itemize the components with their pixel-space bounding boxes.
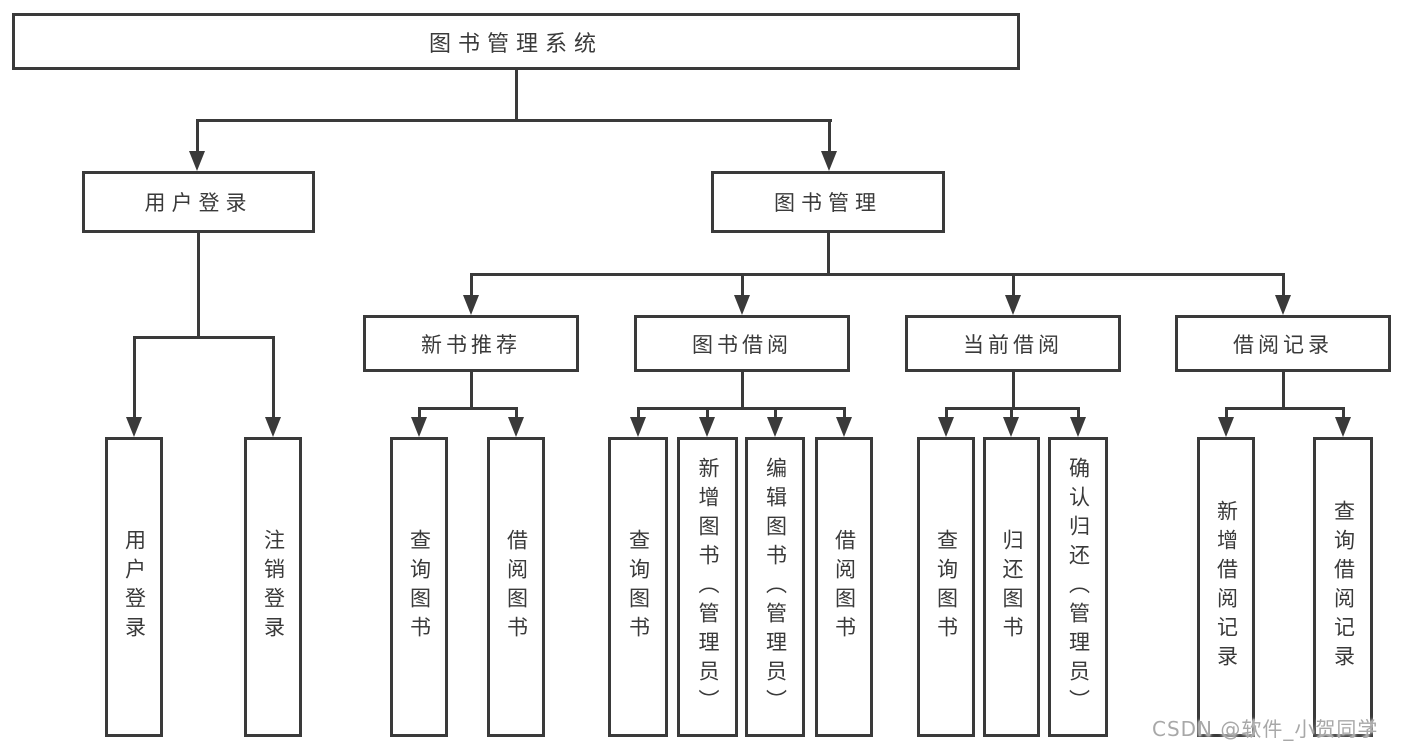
leaf-label: 编辑图书（管理员） — [763, 456, 788, 718]
leaf-label: 归还图书 — [1000, 529, 1024, 645]
connector-hline — [946, 407, 1080, 410]
leaf-query-books-current: 查询图书 — [917, 437, 975, 737]
arrow-down-icon — [836, 417, 852, 437]
arrow-down-icon — [938, 417, 954, 437]
arrow-down-icon — [126, 417, 142, 437]
arrow-down-icon — [463, 295, 479, 315]
connector-vline — [1012, 273, 1015, 296]
node-new-book-recommendation: 新书推荐 — [363, 315, 579, 372]
connector-vline — [706, 407, 709, 418]
connector-hline — [419, 407, 518, 410]
connector-vline — [470, 372, 473, 407]
leaf-add-borrow-record: 新增借阅记录 — [1197, 437, 1255, 737]
connector-hline — [471, 273, 1284, 276]
leaf-label: 查询图书 — [934, 529, 959, 645]
connector-vline — [133, 336, 136, 418]
leaf-label: 查询图书 — [407, 529, 432, 645]
node-borrowing-records: 借阅记录 — [1175, 315, 1391, 372]
node-label: 图书管理系统 — [428, 31, 603, 57]
connector-vline — [1077, 407, 1080, 418]
leaf-label: 新增借阅记录 — [1214, 500, 1239, 674]
arrow-down-icon — [1003, 417, 1019, 437]
arrow-down-icon — [411, 417, 427, 437]
arrow-down-icon — [265, 417, 281, 437]
connector-vline — [1225, 407, 1228, 418]
arrow-down-icon — [189, 151, 205, 171]
leaf-label: 借阅图书 — [504, 529, 529, 645]
leaf-edit-books-admin: 编辑图书（管理员） — [745, 437, 805, 737]
leaf-borrow-books: 借阅图书 — [815, 437, 873, 737]
leaf-borrow-books-recommend: 借阅图书 — [487, 437, 545, 737]
node-label: 借阅记录 — [1233, 332, 1333, 357]
leaf-label: 新增图书（管理员） — [696, 456, 720, 718]
csdn-watermark: CSDN @软件_小贺同学 — [1152, 717, 1379, 741]
connector-vline — [1010, 407, 1013, 418]
connector-vline — [843, 407, 846, 418]
node-label: 新书推荐 — [421, 332, 521, 357]
node-current-borrowing: 当前借阅 — [905, 315, 1121, 372]
connector-vline — [272, 336, 275, 418]
arrow-down-icon — [1335, 417, 1351, 437]
connector-vline — [197, 233, 200, 336]
node-label: 图书管理 — [774, 191, 882, 215]
leaf-label: 查询借阅记录 — [1331, 500, 1356, 674]
arrow-down-icon — [630, 417, 646, 437]
arrow-down-icon — [1218, 417, 1234, 437]
arrow-down-icon — [699, 417, 715, 437]
node-label: 图书借阅 — [692, 332, 792, 357]
connector-vline — [741, 372, 744, 407]
connector-hline — [134, 336, 275, 339]
connector-vline — [1342, 407, 1345, 418]
leaf-label: 查询图书 — [626, 529, 651, 645]
node-label: 用户登录 — [144, 191, 253, 215]
leaf-return-books: 归还图书 — [983, 437, 1040, 737]
node-book-borrowing: 图书借阅 — [634, 315, 850, 372]
arrow-down-icon — [821, 151, 837, 171]
leaf-add-books-admin: 新增图书（管理员） — [677, 437, 738, 737]
node-library-management-system: 图书管理系统 — [12, 13, 1020, 70]
node-label: 当前借阅 — [963, 332, 1063, 357]
leaf-query-books-recommend: 查询图书 — [390, 437, 448, 737]
leaf-logout: 注销登录 — [244, 437, 302, 737]
connector-hline — [638, 407, 846, 410]
leaf-user-login: 用户登录 — [105, 437, 163, 737]
leaf-label: 注销登录 — [261, 529, 286, 645]
connector-vline — [741, 273, 744, 296]
leaf-label: 借阅图书 — [832, 529, 857, 645]
arrow-down-icon — [767, 417, 783, 437]
connector-vline — [515, 407, 518, 418]
leaf-query-books-borrowing: 查询图书 — [608, 437, 668, 737]
connector-vline — [515, 70, 518, 119]
connector-vline — [470, 273, 473, 296]
connector-vline — [827, 233, 830, 273]
connector-vline — [828, 119, 831, 152]
connector-vline — [637, 407, 640, 418]
node-book-management: 图书管理 — [711, 171, 945, 233]
connector-hline — [197, 119, 832, 122]
connector-vline — [1012, 372, 1015, 407]
connector-hline — [1226, 407, 1345, 410]
leaf-label: 确认归还（管理员） — [1066, 456, 1091, 718]
leaf-confirm-return-admin: 确认归还（管理员） — [1048, 437, 1108, 737]
arrow-down-icon — [734, 295, 750, 315]
arrow-down-icon — [508, 417, 524, 437]
connector-vline — [774, 407, 777, 418]
connector-vline — [196, 119, 199, 152]
leaf-query-borrow-record: 查询借阅记录 — [1313, 437, 1373, 737]
connector-vline — [1282, 273, 1285, 296]
arrow-down-icon — [1275, 295, 1291, 315]
node-user-login: 用户登录 — [82, 171, 315, 233]
leaf-label: 用户登录 — [122, 529, 147, 645]
arrow-down-icon — [1070, 417, 1086, 437]
arrow-down-icon — [1005, 295, 1021, 315]
connector-vline — [945, 407, 948, 418]
connector-vline — [1282, 372, 1285, 407]
connector-vline — [418, 407, 421, 418]
